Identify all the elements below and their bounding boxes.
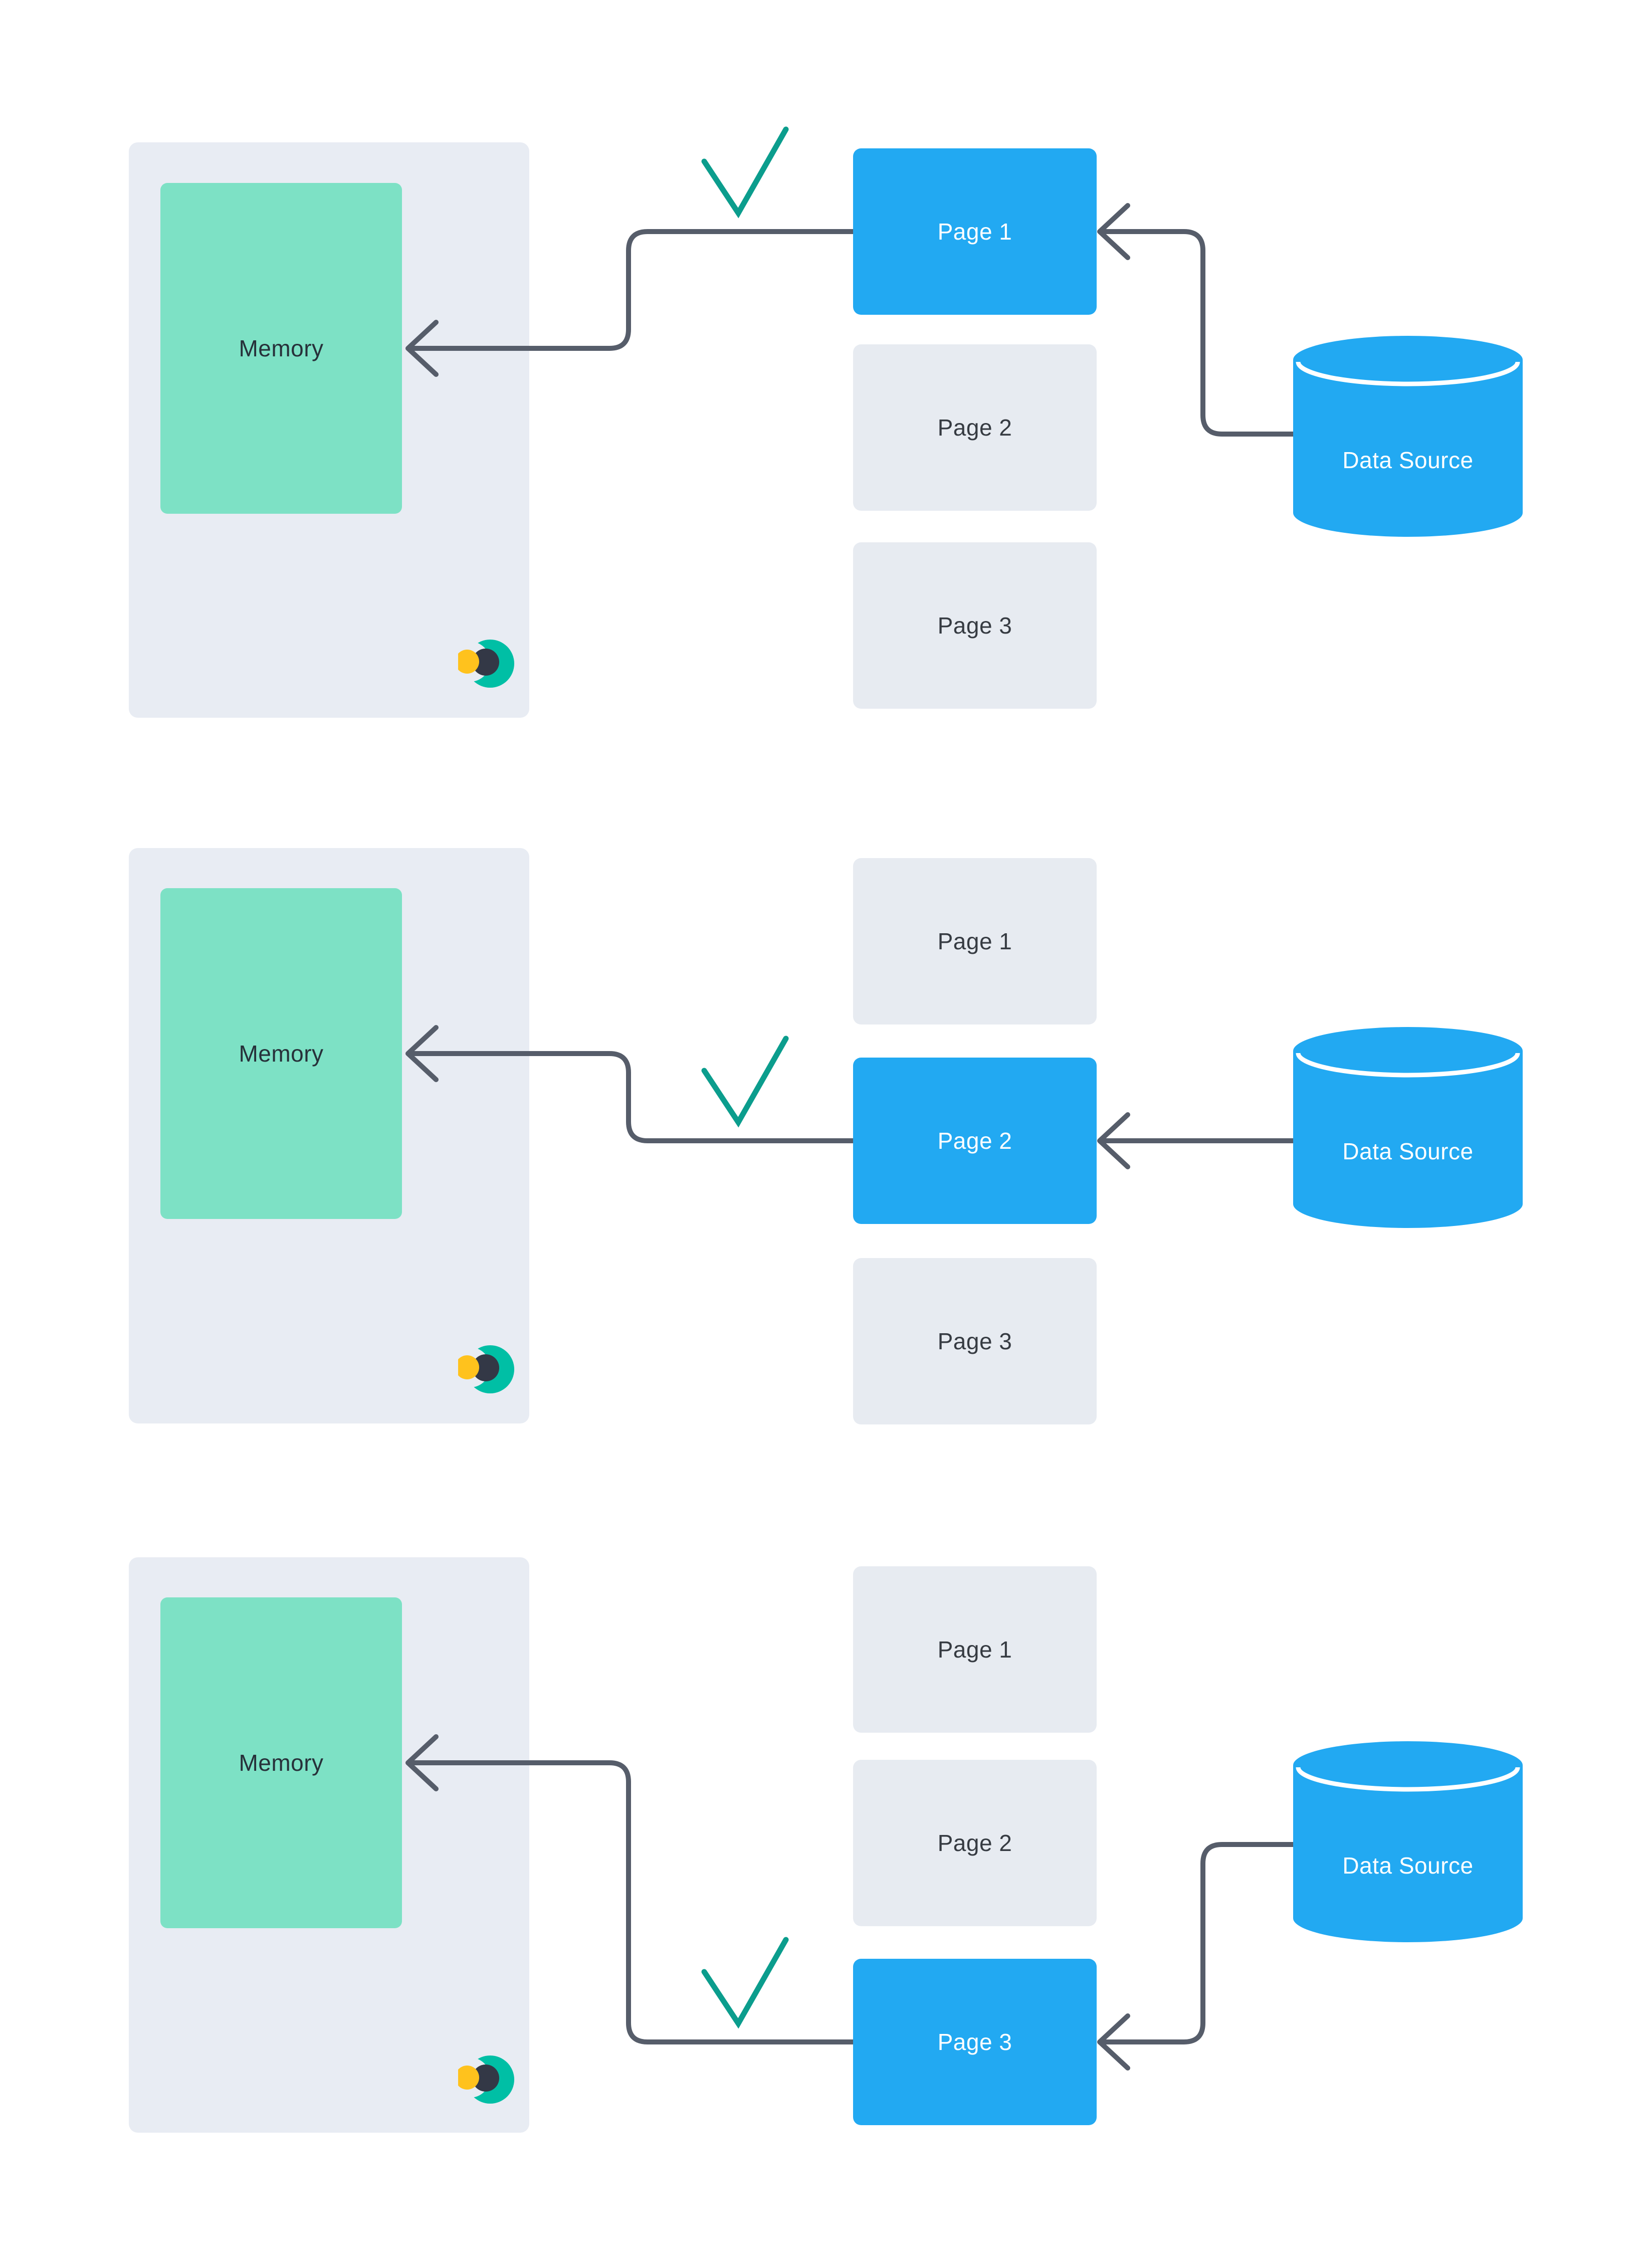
page-card: Page 2 — [853, 1760, 1097, 1926]
logo-navy-circle — [472, 1354, 499, 1381]
page-label: Page 1 — [937, 928, 1012, 954]
page-label: Page 3 — [937, 612, 1012, 639]
datasource-to-page-arrow — [1102, 229, 1293, 437]
datasource-label: Data Source — [1342, 1138, 1474, 1164]
datasource-cylinder — [1293, 336, 1523, 537]
arrowhead-into-page-icon — [1097, 2013, 1130, 2071]
checkmark-icon — [701, 126, 789, 219]
logo-navy-circle — [472, 649, 499, 676]
cylinder-rim — [1296, 361, 1520, 386]
page-card-active: Page 3 — [853, 1959, 1097, 2125]
memory-box: Memory — [160, 183, 402, 514]
brand-logo-icon — [458, 640, 514, 688]
page-to-memory-arrow — [410, 229, 853, 351]
logo-yellow-circle — [458, 2066, 479, 2090]
page-card: Page 1 — [853, 1566, 1097, 1733]
page-card: Page 3 — [853, 542, 1097, 709]
checkmark-icon — [701, 1036, 789, 1128]
checkmark-icon — [701, 1937, 789, 2029]
logo-yellow-circle — [458, 650, 479, 674]
brand-logo-icon — [458, 2056, 514, 2104]
page-label: Page 3 — [937, 1328, 1012, 1354]
page-card: Page 2 — [853, 344, 1097, 511]
page-to-memory-arrow — [410, 1760, 853, 2044]
cylinder-rim — [1296, 1767, 1520, 1792]
page-label: Page 1 — [937, 1636, 1012, 1663]
logo-navy-circle — [472, 2065, 499, 2092]
page-label: Page 2 — [937, 415, 1012, 441]
logo-yellow-circle — [458, 1355, 479, 1379]
arrowhead-into-memory-icon — [405, 1734, 439, 1791]
cylinder-body — [1293, 336, 1523, 537]
page-to-memory-arrow — [410, 1051, 853, 1143]
page-label: Page 1 — [937, 219, 1012, 245]
memory-label: Memory — [239, 1750, 324, 1776]
page-card: Page 1 — [853, 858, 1097, 1024]
datasource-label: Data Source — [1342, 1853, 1474, 1879]
datasource-cylinder — [1293, 1741, 1523, 1942]
arrowhead-into-page-icon — [1097, 1112, 1130, 1169]
cylinder-body — [1293, 1027, 1523, 1228]
page-label: Page 2 — [937, 1128, 1012, 1154]
page-label: Page 3 — [937, 2029, 1012, 2055]
datasource-cylinder — [1293, 1027, 1523, 1228]
page-card-active: Page 1 — [853, 148, 1097, 315]
arrowhead-into-memory-icon — [405, 320, 439, 377]
memory-label: Memory — [239, 335, 324, 361]
cylinder-rim — [1296, 1053, 1520, 1078]
page-label: Page 2 — [937, 1830, 1012, 1856]
datasource-label: Data Source — [1342, 447, 1474, 473]
memory-box: Memory — [160, 1597, 402, 1928]
arrowhead-into-memory-icon — [405, 1025, 439, 1082]
datasource-to-page-arrow — [1102, 1842, 1293, 2044]
page-card-active: Page 2 — [853, 1058, 1097, 1224]
page-card: Page 3 — [853, 1258, 1097, 1424]
brand-logo-icon — [458, 1345, 514, 1393]
cylinder-body — [1293, 1741, 1523, 1942]
memory-label: Memory — [239, 1041, 324, 1067]
memory-box: Memory — [160, 888, 402, 1219]
arrowhead-into-page-icon — [1097, 203, 1130, 260]
